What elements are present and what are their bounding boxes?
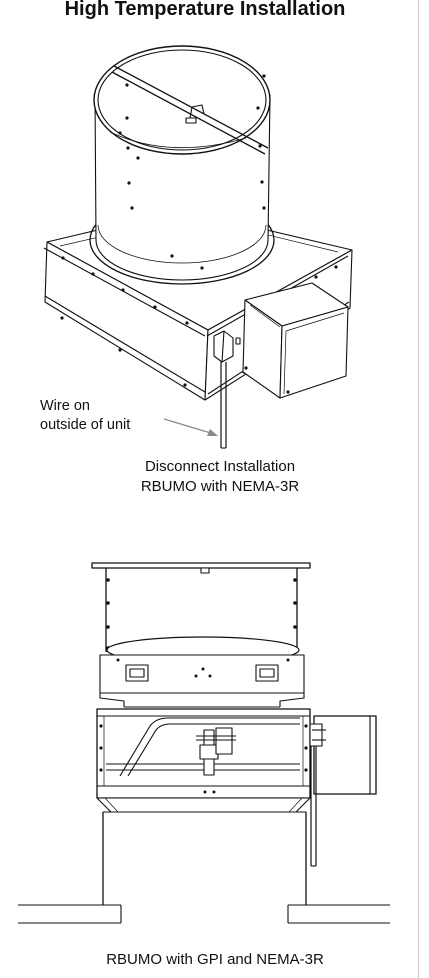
cylinder-rivets — [118, 74, 266, 270]
disconnect-switch — [214, 331, 240, 448]
wire-callout-label: Wire on outside of unit — [40, 397, 130, 435]
caption-line-1: Disconnect Installation — [144, 458, 296, 475]
caption-line-2: RBUMO with NEMA-3R — [140, 478, 300, 495]
base-rivets-2 — [99, 724, 308, 794]
column-divider — [418, 0, 419, 978]
disconnect-installation-drawing — [0, 0, 429, 500]
nema-3r-box-elevation — [310, 716, 376, 794]
page-title: High Temperature Installation — [64, 0, 346, 20]
callout-line-1: Wire on — [40, 398, 90, 414]
figure-2-caption: RBUMO with GPI and NEMA-3R — [106, 951, 324, 968]
figure-1-caption: Disconnect Installation RBUMO with NEMA-… — [70, 457, 370, 497]
nema-box — [243, 283, 348, 398]
callout-arrow — [164, 419, 214, 434]
callout-line-2: outside of unit — [40, 417, 131, 433]
